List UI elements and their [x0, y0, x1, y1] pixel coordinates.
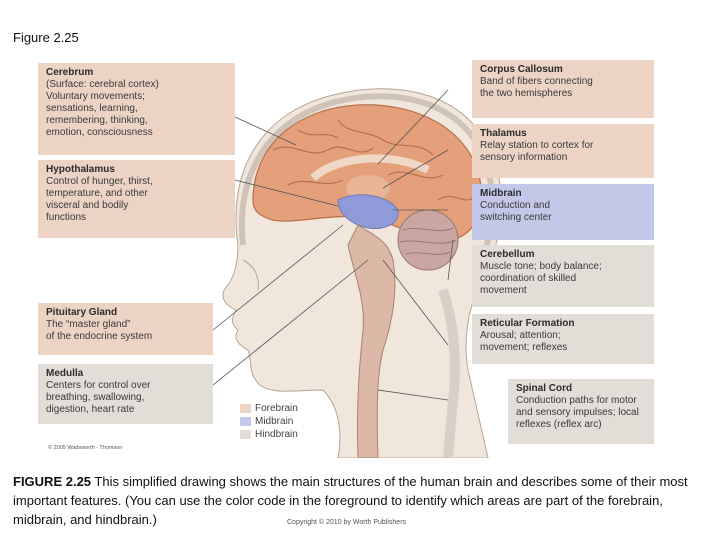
legend-midbrain: Midbrain	[240, 415, 298, 428]
hypothalamus-desc-1: Control of hunger, thirst,	[46, 176, 153, 187]
corpus-callosum-box: Corpus Callosum Band of fibers connectin…	[472, 60, 654, 118]
caption-figure-number: FIGURE 2.25	[13, 474, 92, 489]
legend-hindbrain-label: Hindbrain	[255, 429, 298, 440]
color-legend: Forebrain Midbrain Hindbrain	[240, 402, 298, 441]
corpus-callosum-desc-1: Band of fibers connecting	[480, 76, 593, 87]
midbrain-desc-2: switching center	[480, 212, 552, 223]
reticular-formation-desc-1: Arousal; attention;	[480, 330, 561, 341]
cerebellum-desc-3: movement	[480, 285, 527, 296]
medulla-title: Medulla	[46, 368, 84, 379]
forebrain-swatch	[240, 404, 251, 413]
pituitary-desc-2: of the endocrine system	[46, 331, 153, 342]
spinal-cord-desc-3: reflexes (reflex arc)	[516, 419, 602, 430]
medulla-desc-1: Centers for control over	[46, 380, 151, 391]
cerebellum-desc-1: Muscle tone; body balance;	[480, 261, 602, 272]
diagram-copyright: © 2005 Wadsworth - Thomson	[48, 445, 123, 451]
thalamus-box: Thalamus Relay station to cortex for sen…	[472, 124, 654, 178]
hypothalamus-desc-2: temperature, and other	[46, 188, 148, 199]
legend-hindbrain: Hindbrain	[240, 428, 298, 441]
legend-midbrain-label: Midbrain	[255, 416, 294, 427]
reticular-formation-title: Reticular Formation	[480, 318, 575, 329]
midbrain-desc-1: Conduction and	[480, 200, 551, 211]
cerebellum-desc-2: coordination of skilled	[480, 273, 577, 284]
legend-forebrain-label: Forebrain	[255, 403, 298, 414]
thalamus-desc-1: Relay station to cortex for	[480, 140, 594, 151]
midbrain-box: Midbrain Conduction and switching center	[472, 184, 654, 240]
medulla-box: Medulla Centers for control over breathi…	[38, 364, 213, 424]
midbrain-title: Midbrain	[480, 188, 522, 199]
cerebrum-title: Cerebrum	[46, 67, 94, 78]
caption-text: This simplified drawing shows the main s…	[13, 474, 688, 527]
cerebellum-title: Cerebellum	[480, 249, 535, 260]
hindbrain-swatch	[240, 430, 251, 439]
cerebrum-desc-2: Voluntary movements;	[46, 91, 145, 102]
cerebrum-desc-1: (Surface: cerebral cortex)	[46, 79, 159, 90]
cerebellum-box: Cerebellum Muscle tone; body balance; co…	[472, 245, 654, 307]
hypothalamus-desc-4: functions	[46, 212, 87, 223]
cerebrum-desc-3: sensations, learning,	[46, 103, 138, 114]
hypothalamus-title: Hypothalamus	[46, 164, 115, 175]
reticular-formation-box: Reticular Formation Arousal; attention; …	[472, 314, 654, 364]
corpus-callosum-title: Corpus Callosum	[480, 64, 563, 75]
hypothalamus-desc-3: visceral and bodily	[46, 200, 129, 211]
cerebrum-desc-5: emotion, consciousness	[46, 127, 153, 138]
cerebrum-box: Cerebrum (Surface: cerebral cortex) Volu…	[38, 63, 235, 155]
head-illustration	[212, 88, 502, 458]
cerebrum-desc-4: remembering, thinking,	[46, 115, 148, 126]
spinal-cord-box: Spinal Cord Conduction paths for motor a…	[508, 379, 654, 444]
spinal-cord-desc-2: and sensory impulses; local	[516, 407, 639, 418]
midbrain-swatch	[240, 417, 251, 426]
publisher-credit: Copyright © 2010 by Worth Publishers	[287, 519, 407, 526]
corpus-callosum-desc-2: the two hemispheres	[480, 88, 573, 99]
thalamus-title: Thalamus	[480, 128, 527, 139]
medulla-desc-2: breathing, swallowing,	[46, 392, 145, 403]
medulla-desc-3: digestion, heart rate	[46, 404, 135, 415]
pituitary-title: Pituitary Gland	[46, 307, 118, 318]
thalamus-desc-2: sensory information	[480, 152, 568, 163]
reticular-formation-desc-2: movement; reflexes	[480, 342, 568, 353]
spinal-cord-title: Spinal Cord	[516, 383, 573, 394]
legend-forebrain: Forebrain	[240, 402, 298, 415]
brain-diagram: Cerebrum (Surface: cerebral cortex) Volu…	[38, 60, 654, 458]
figure-caption: FIGURE 2.25 This simplified drawing show…	[13, 472, 713, 529]
figure-label: Figure 2.25	[13, 30, 79, 45]
spinal-cord-desc-1: Conduction paths for motor	[516, 395, 637, 406]
pituitary-box: Pituitary Gland The “master gland” of th…	[38, 303, 213, 355]
pituitary-desc-1: The “master gland”	[46, 319, 131, 330]
hypothalamus-box: Hypothalamus Control of hunger, thirst, …	[38, 160, 235, 238]
